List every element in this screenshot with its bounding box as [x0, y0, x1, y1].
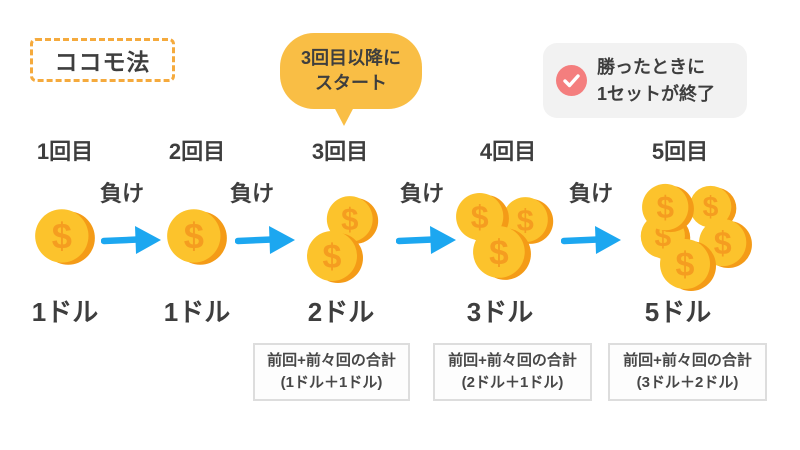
win-note-line2: 1セットが終了 — [597, 83, 716, 104]
lose-label-2: 負け — [229, 181, 275, 206]
bet-note-4-line2: (2ドル＋1ドル) — [461, 374, 564, 391]
round-label-5: 5回目 — [651, 139, 709, 164]
lose-label-4: 負け — [568, 181, 614, 206]
bet-amount-4: 3ドル — [466, 297, 534, 327]
bet-note-3-line1: 前回+前々回の合計 — [267, 352, 396, 370]
arrow-right-icon — [561, 226, 621, 254]
bet-note-3: 前回+前々回の合計 (1ドル＋1ドル) — [253, 343, 410, 401]
bet-note-4-line1: 前回+前々回の合計 — [448, 352, 577, 370]
coins-illustration-1 — [35, 209, 95, 265]
arrow-right-icon — [101, 226, 161, 254]
win-note-text: 勝ったときに 1セットが終了 — [597, 54, 715, 108]
method-title: ココモ法 — [54, 49, 151, 75]
lose-label-1: 負け — [99, 181, 145, 206]
bet-amount-1: 1ドル — [31, 297, 99, 327]
method-title-box: ココモ法 — [30, 38, 175, 82]
callout-line2: スタート — [315, 73, 387, 93]
coins-illustration-5 — [640, 183, 752, 291]
coins-illustration-3 — [307, 196, 379, 283]
bet-amount-5: 5ドル — [644, 297, 712, 327]
bet-note-3-line2: (1ドル＋1ドル) — [280, 374, 383, 391]
round-label-1: 1回目 — [36, 139, 94, 164]
check-circle-icon — [556, 65, 587, 96]
win-note-box: 勝ったときに 1セットが終了 — [543, 43, 747, 118]
check-icon — [563, 73, 580, 87]
round-label-4: 4回目 — [479, 139, 537, 164]
coins-illustration-2 — [167, 209, 227, 265]
bet-amount-2: 1ドル — [163, 297, 231, 327]
bet-note-4: 前回+前々回の合計 (2ドル＋1ドル) — [433, 343, 592, 401]
callout-line1: 3回目以降に — [300, 47, 401, 68]
arrow-right-icon — [396, 226, 456, 254]
win-note-line1: 勝ったときに — [597, 56, 705, 77]
round-label-2: 2回目 — [168, 139, 226, 164]
bet-note-5: 前回+前々回の合計 (3ドル＋2ドル) — [608, 343, 767, 401]
bet-note-5-line1: 前回+前々回の合計 — [623, 352, 752, 370]
bubble-tail — [333, 105, 355, 126]
start-callout-bubble: 3回目以降に スタート — [280, 33, 422, 126]
bet-note-5-line2: (3ドル＋2ドル) — [636, 374, 739, 391]
lose-label-3: 負け — [399, 181, 445, 206]
round-label-3: 3回目 — [311, 139, 369, 164]
bet-amount-3: 2ドル — [307, 297, 375, 327]
coins-illustration-4 — [456, 192, 554, 280]
arrow-right-icon — [235, 226, 295, 254]
